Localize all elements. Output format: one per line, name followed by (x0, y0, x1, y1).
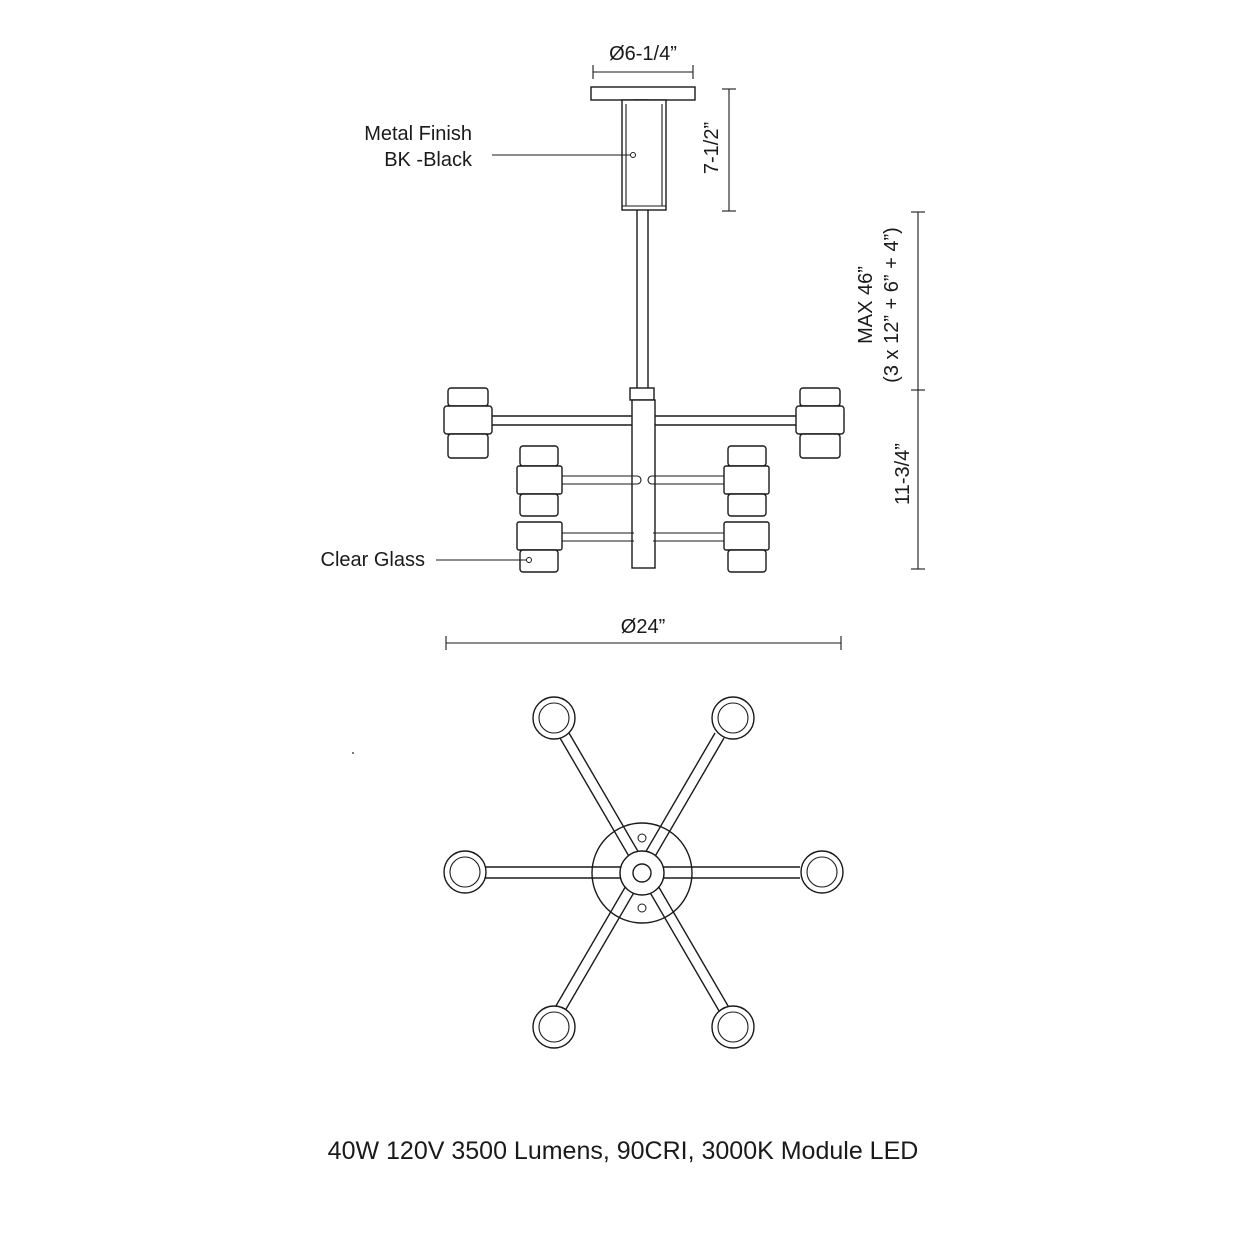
side-elevation: Ø6-1/4” Metal Finish BK -Black 7-1/2” (321, 43, 925, 650)
overall-diameter-dimension: Ø24” (445, 616, 842, 650)
plan-hub-inner (632, 863, 652, 883)
middle-arms (562, 475, 726, 485)
clear-glass-label: Clear Glass (321, 549, 425, 571)
canopy-diameter-dimension: Ø6-1/4” (592, 43, 694, 79)
plan-shade-top-left (532, 696, 576, 740)
canopy-diameter-label: Ø6-1/4” (609, 43, 677, 65)
right-stacked-shades (723, 445, 770, 573)
metal-finish-title: Metal Finish (364, 123, 472, 145)
left-stacked-shades (516, 445, 563, 573)
clear-glass-callout: Clear Glass (321, 549, 532, 571)
plan-view (352, 696, 844, 1049)
stray-mark (352, 752, 354, 754)
plan-canopy-hole-bottom (637, 903, 647, 913)
plan-shade-right (800, 850, 844, 894)
specs-text: 40W 120V 3500 Lumens, 90CRI, 3000K Modul… (328, 1137, 919, 1165)
overall-diameter-label: Ø24” (621, 616, 665, 638)
plan-shade-top-right (711, 696, 755, 740)
canopy-height-label: 7-1/2” (701, 122, 723, 174)
plan-shade-left (443, 850, 487, 894)
stem (636, 210, 649, 388)
metal-finish-value: BK -Black (384, 149, 473, 171)
metal-finish-callout: Metal Finish BK -Black (364, 123, 631, 171)
upper-left-shade (443, 387, 493, 459)
plan-shade-bottom-left (532, 1005, 576, 1049)
max-length-breakdown-label: (3 x 12” + 6” + 4”) (881, 227, 903, 383)
hub-collar (629, 387, 655, 401)
max-length-dimension: MAX 46” (3 x 12” + 6” + 4”) (855, 211, 925, 391)
body-height-dimension: 11-3/4” (892, 390, 925, 570)
canopy-plate (590, 86, 696, 101)
plan-shade-bottom-right (711, 1005, 755, 1049)
upper-arm (490, 415, 798, 426)
canopy-height-dimension: 7-1/2” (701, 88, 736, 212)
max-length-label: MAX 46” (855, 266, 877, 344)
upper-right-shade (795, 387, 845, 459)
body-height-label: 11-3/4” (892, 443, 914, 505)
plan-canopy-hole-top (637, 833, 647, 843)
